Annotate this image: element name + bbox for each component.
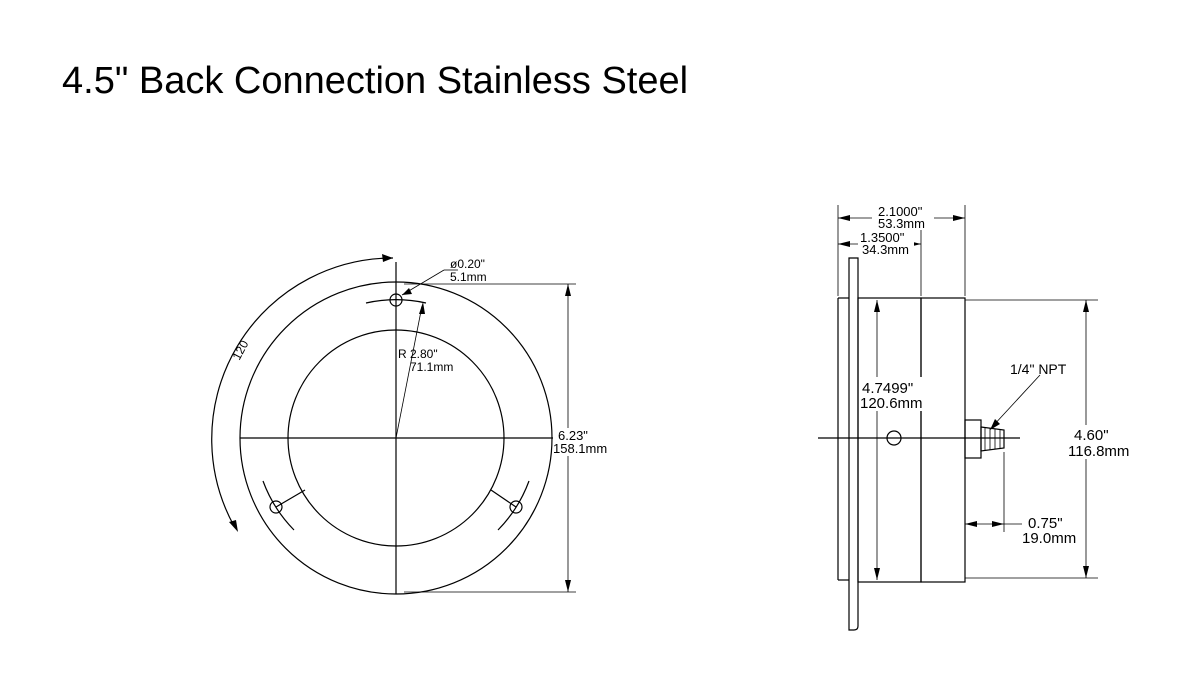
- case-dia-mm: 120.6mm: [860, 395, 923, 412]
- case-depth-arrow-left: [838, 241, 850, 247]
- outer-dia-mm: 158.1mm: [553, 441, 607, 456]
- od-arrow-top: [565, 284, 571, 296]
- stem-len-inch: 0.75": [1028, 515, 1063, 532]
- angle-label: 120: [230, 338, 252, 363]
- od-label-mask: [553, 428, 615, 456]
- stem-arrow-right: [992, 521, 1004, 527]
- front-view: 120 ø0.20" 5.1mm R 2.80" 71.1mm 6.23" 15…: [211, 254, 615, 595]
- radius-leader-arrow: [419, 302, 425, 314]
- body-height-inch: 4.60": [1074, 427, 1109, 444]
- connection-label: 1/4" NPT: [1010, 361, 1067, 377]
- depth-total-inch: 2.1000": [878, 204, 923, 219]
- page-title: 4.5" Back Connection Stainless Steel: [62, 60, 689, 102]
- height-mask: [1066, 425, 1138, 459]
- bolt-arc-top: [365, 299, 427, 304]
- case-depth-mm: 34.3mm: [862, 242, 909, 257]
- depth-total-arrow-left: [838, 215, 850, 221]
- radius-mm: 71.1mm: [410, 360, 453, 374]
- case-depth-mask: [858, 232, 914, 256]
- height-arrow-bottom: [1083, 566, 1089, 578]
- radius-inch: R 2.80": [398, 347, 438, 361]
- outer-dia-inch: 6.23": [558, 428, 588, 443]
- case-front-section: [857, 297, 922, 583]
- angle-arrow-top: [382, 254, 393, 262]
- bolt-arc-right: [497, 480, 530, 531]
- mounting-hole-right: [509, 500, 523, 514]
- hole-dia-mm: 5.1mm: [450, 270, 487, 284]
- flange-profile: [848, 257, 859, 631]
- height-arrow-top: [1083, 300, 1089, 312]
- vent-hole: [886, 430, 902, 446]
- case-dia-arrow-top: [874, 300, 880, 312]
- stem-len-mm: 19.0mm: [1022, 530, 1076, 547]
- depth-total-mask: [872, 205, 934, 231]
- case-dia-mask: [860, 377, 926, 411]
- depth-total-mm: 53.3mm: [878, 216, 925, 231]
- npt-leader-arrow: [990, 419, 1000, 430]
- mounting-hole-left: [269, 500, 283, 514]
- stem-arrow-left: [965, 521, 977, 527]
- fitting-hex: [964, 419, 982, 459]
- angle-dimension-arc: [211, 257, 394, 527]
- npt-leader-line: [991, 374, 1041, 428]
- hole-dia-inch: ø0.20": [450, 257, 485, 271]
- radial-line-right: [490, 489, 517, 508]
- case-dia-inch: 4.7499": [862, 380, 913, 397]
- hole-leader-arrow: [402, 288, 412, 295]
- depth-total-arrow-right: [953, 215, 965, 221]
- body-height-mm: 116.8mm: [1068, 443, 1129, 460]
- radius-leader-line: [395, 305, 423, 439]
- radial-line-left: [275, 489, 306, 508]
- case-depth-inch: 1.3500": [860, 230, 905, 245]
- angle-arrow-bottom: [229, 520, 238, 532]
- fitting-threads: [980, 426, 1005, 452]
- case-dia-arrow-bottom: [874, 568, 880, 580]
- od-arrow-bottom: [565, 580, 571, 592]
- side-view: 2.1000" 53.3mm 1.3500" 34.3mm 4.7499" 12…: [818, 204, 1138, 631]
- case-rear-section: [920, 297, 966, 583]
- bolt-arc-left: [262, 480, 295, 531]
